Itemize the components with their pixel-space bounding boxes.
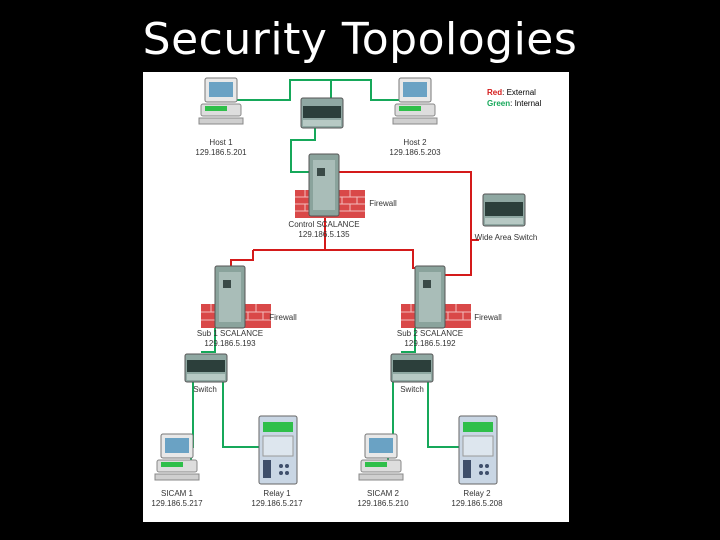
sub1-firewall-label: Firewall [269,313,297,322]
wire-bus-sub2 [325,249,421,269]
wire-topswitch-host2 [330,79,411,101]
switch1-icon [184,353,228,383]
switch1-label: Switch [193,385,217,394]
wire-control-wan [331,171,479,241]
wire-sub2-switch2 [401,327,416,353]
wire-topswitch-control [290,124,316,173]
wire-switch1-relay1 [222,372,261,448]
wire-host1-topswitch [236,79,332,101]
wire-switch2-relay2 [427,372,461,448]
legend-external: Red: External [487,88,536,97]
wide-area-switch-icon [482,193,526,227]
sub2-scalance-icon [414,265,446,329]
sicam2-computer-icon [358,433,404,481]
sub2-firewall-label: Firewall [474,313,502,322]
switch2-label: Switch [400,385,424,394]
control-scalance-icon [308,153,340,217]
legend-internal: Green: Internal [487,99,542,108]
legend: Red: External Green: Internal [487,87,541,109]
slide-title: Security Topologies [142,14,578,65]
sub1-scalance-icon [214,265,246,329]
control-firewall-label: Firewall [369,199,397,208]
wire-bus-sub1 [230,250,254,268]
sicam1-computer-icon [154,433,200,481]
relay1-device-icon [258,415,298,485]
host1-computer-icon [198,77,244,125]
host2-computer-icon [392,77,438,125]
wire-sub1-switch1 [201,327,216,353]
top-switch-icon [300,97,344,129]
relay2-device-icon [458,415,498,485]
wide-area-switch-label: Wide Area Switch [474,233,538,242]
network-wires [154,77,526,485]
switch2-icon [390,353,434,383]
